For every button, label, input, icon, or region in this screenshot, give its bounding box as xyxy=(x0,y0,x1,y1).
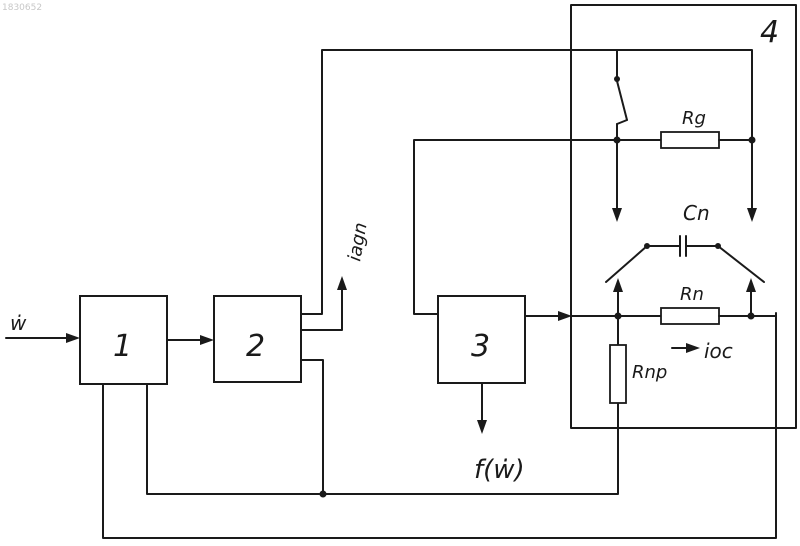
top-feed-wire xyxy=(301,50,752,314)
rn-resistor xyxy=(661,308,719,324)
cn-label: Cn xyxy=(683,201,710,225)
ioc-arrow xyxy=(672,343,700,353)
ioc-label: ioc xyxy=(704,339,733,363)
document-id: 1830652 xyxy=(2,3,42,13)
inner-bottom-bus xyxy=(147,384,618,494)
right-up-terminal xyxy=(746,278,756,316)
arrow-3-to-4 xyxy=(525,311,572,321)
function-output-label: f(ẇ) xyxy=(474,455,525,485)
input-label: ẇ xyxy=(10,311,27,335)
cn-capacitor xyxy=(606,236,764,282)
rg-resistor xyxy=(661,132,719,148)
block-1-label: 1 xyxy=(113,329,132,364)
junction-bus xyxy=(320,491,327,498)
block-2-label: 2 xyxy=(246,329,265,364)
iagn-label: iagn xyxy=(344,221,371,263)
junction-rg-right xyxy=(749,137,756,144)
switch xyxy=(614,50,627,140)
feedback-loop-wire xyxy=(414,140,617,314)
rnp-resistor xyxy=(610,345,626,403)
rnp-label: Rnp xyxy=(632,362,667,383)
block-3-label: 3 xyxy=(471,329,490,364)
left-up-terminal xyxy=(613,278,623,316)
function-output-arrow xyxy=(477,383,487,434)
rg-label: Rg xyxy=(682,108,706,129)
block-2-return-wire xyxy=(301,360,323,494)
right-down-arrow xyxy=(747,208,757,222)
iagn-output-arrow xyxy=(301,276,347,330)
rn-label: Rn xyxy=(680,284,704,305)
block-4-label: 4 xyxy=(760,15,779,50)
left-down-arrow xyxy=(612,208,622,222)
arrow-1-to-2 xyxy=(167,335,214,345)
